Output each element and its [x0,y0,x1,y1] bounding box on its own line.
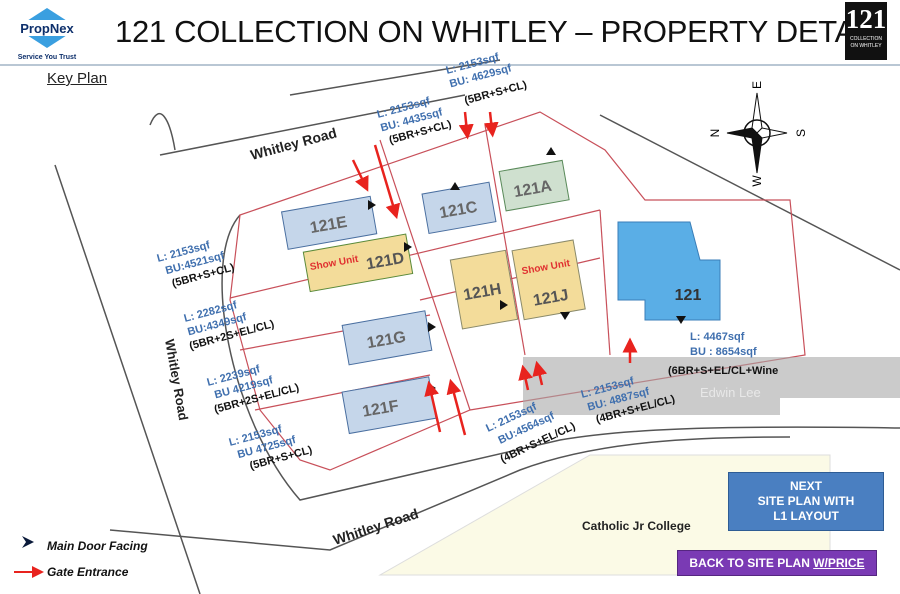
unit-121E [280,195,378,250]
svg-text:121G: 121G [366,329,407,353]
compass-icon: E N S W [708,81,808,187]
unit-121J [511,239,586,321]
svg-text:N: N [708,129,722,138]
next-site-plan-button[interactable]: NEXT SITE PLAN WITH L1 LAYOUT [728,472,884,531]
legend-main-door: Main Door Facing [47,539,148,553]
back-to-site-plan-button[interactable]: BACK TO SITE PLAN W/PRICE [677,550,877,576]
svg-text:Service You Trust: Service You Trust [18,54,77,61]
main-door-legend-icon [22,536,34,548]
svg-text:S: S [794,129,808,137]
svg-text:121H: 121H [462,281,503,304]
svg-text:121J: 121J [532,287,570,310]
watermark: Edwin Lee [700,385,761,400]
unit-121 [617,221,721,321]
gate-entrance-icons [351,111,638,436]
svg-text:PropNex: PropNex [20,21,74,36]
propnex-logo: PropNex Service You Trust [8,6,86,62]
svg-text:121D: 121D [365,250,406,273]
road-label-left: Whitley Road [162,338,191,422]
next-line1: NEXT [789,479,822,493]
back-prefix: BACK TO SITE PLAN [689,556,814,570]
svg-text:121C: 121C [438,199,479,222]
project-logo: 121 COLLECTION ON WHITLEY [845,2,887,60]
page-title: 121 COLLECTION ON WHITLEY – PROPERTY DET… [115,14,881,49]
svg-text:121E: 121E [309,214,349,237]
svg-text:BU : 8654sqf: BU : 8654sqf [690,346,757,358]
svg-text:L: 4467sqf: L: 4467sqf [690,331,745,343]
svg-text:121F: 121F [361,398,400,421]
legend-gate-entrance: Gate Entrance [47,565,129,579]
road-label-bottom: Whitley Road [331,505,420,548]
back-suffix: W/PRICE [813,556,865,570]
neighbor-label: Catholic Jr College [582,519,691,533]
unit-121-config: (6BR+S+EL/CL+Wine [668,365,778,377]
key-plan-label: Key Plan [47,70,108,87]
svg-text:W: W [750,175,764,187]
unit-121A [498,159,570,212]
svg-text:121: 121 [675,287,702,304]
svg-text:121A: 121A [512,178,553,201]
header-divider [0,64,900,66]
unit-121D [302,233,414,293]
road-lines [54,59,900,594]
next-line2: SITE PLAN WITH [757,494,855,508]
next-line3: L1 LAYOUT [773,509,839,523]
road-label-top: Whitley Road [249,124,339,162]
svg-text:E: E [750,81,764,89]
